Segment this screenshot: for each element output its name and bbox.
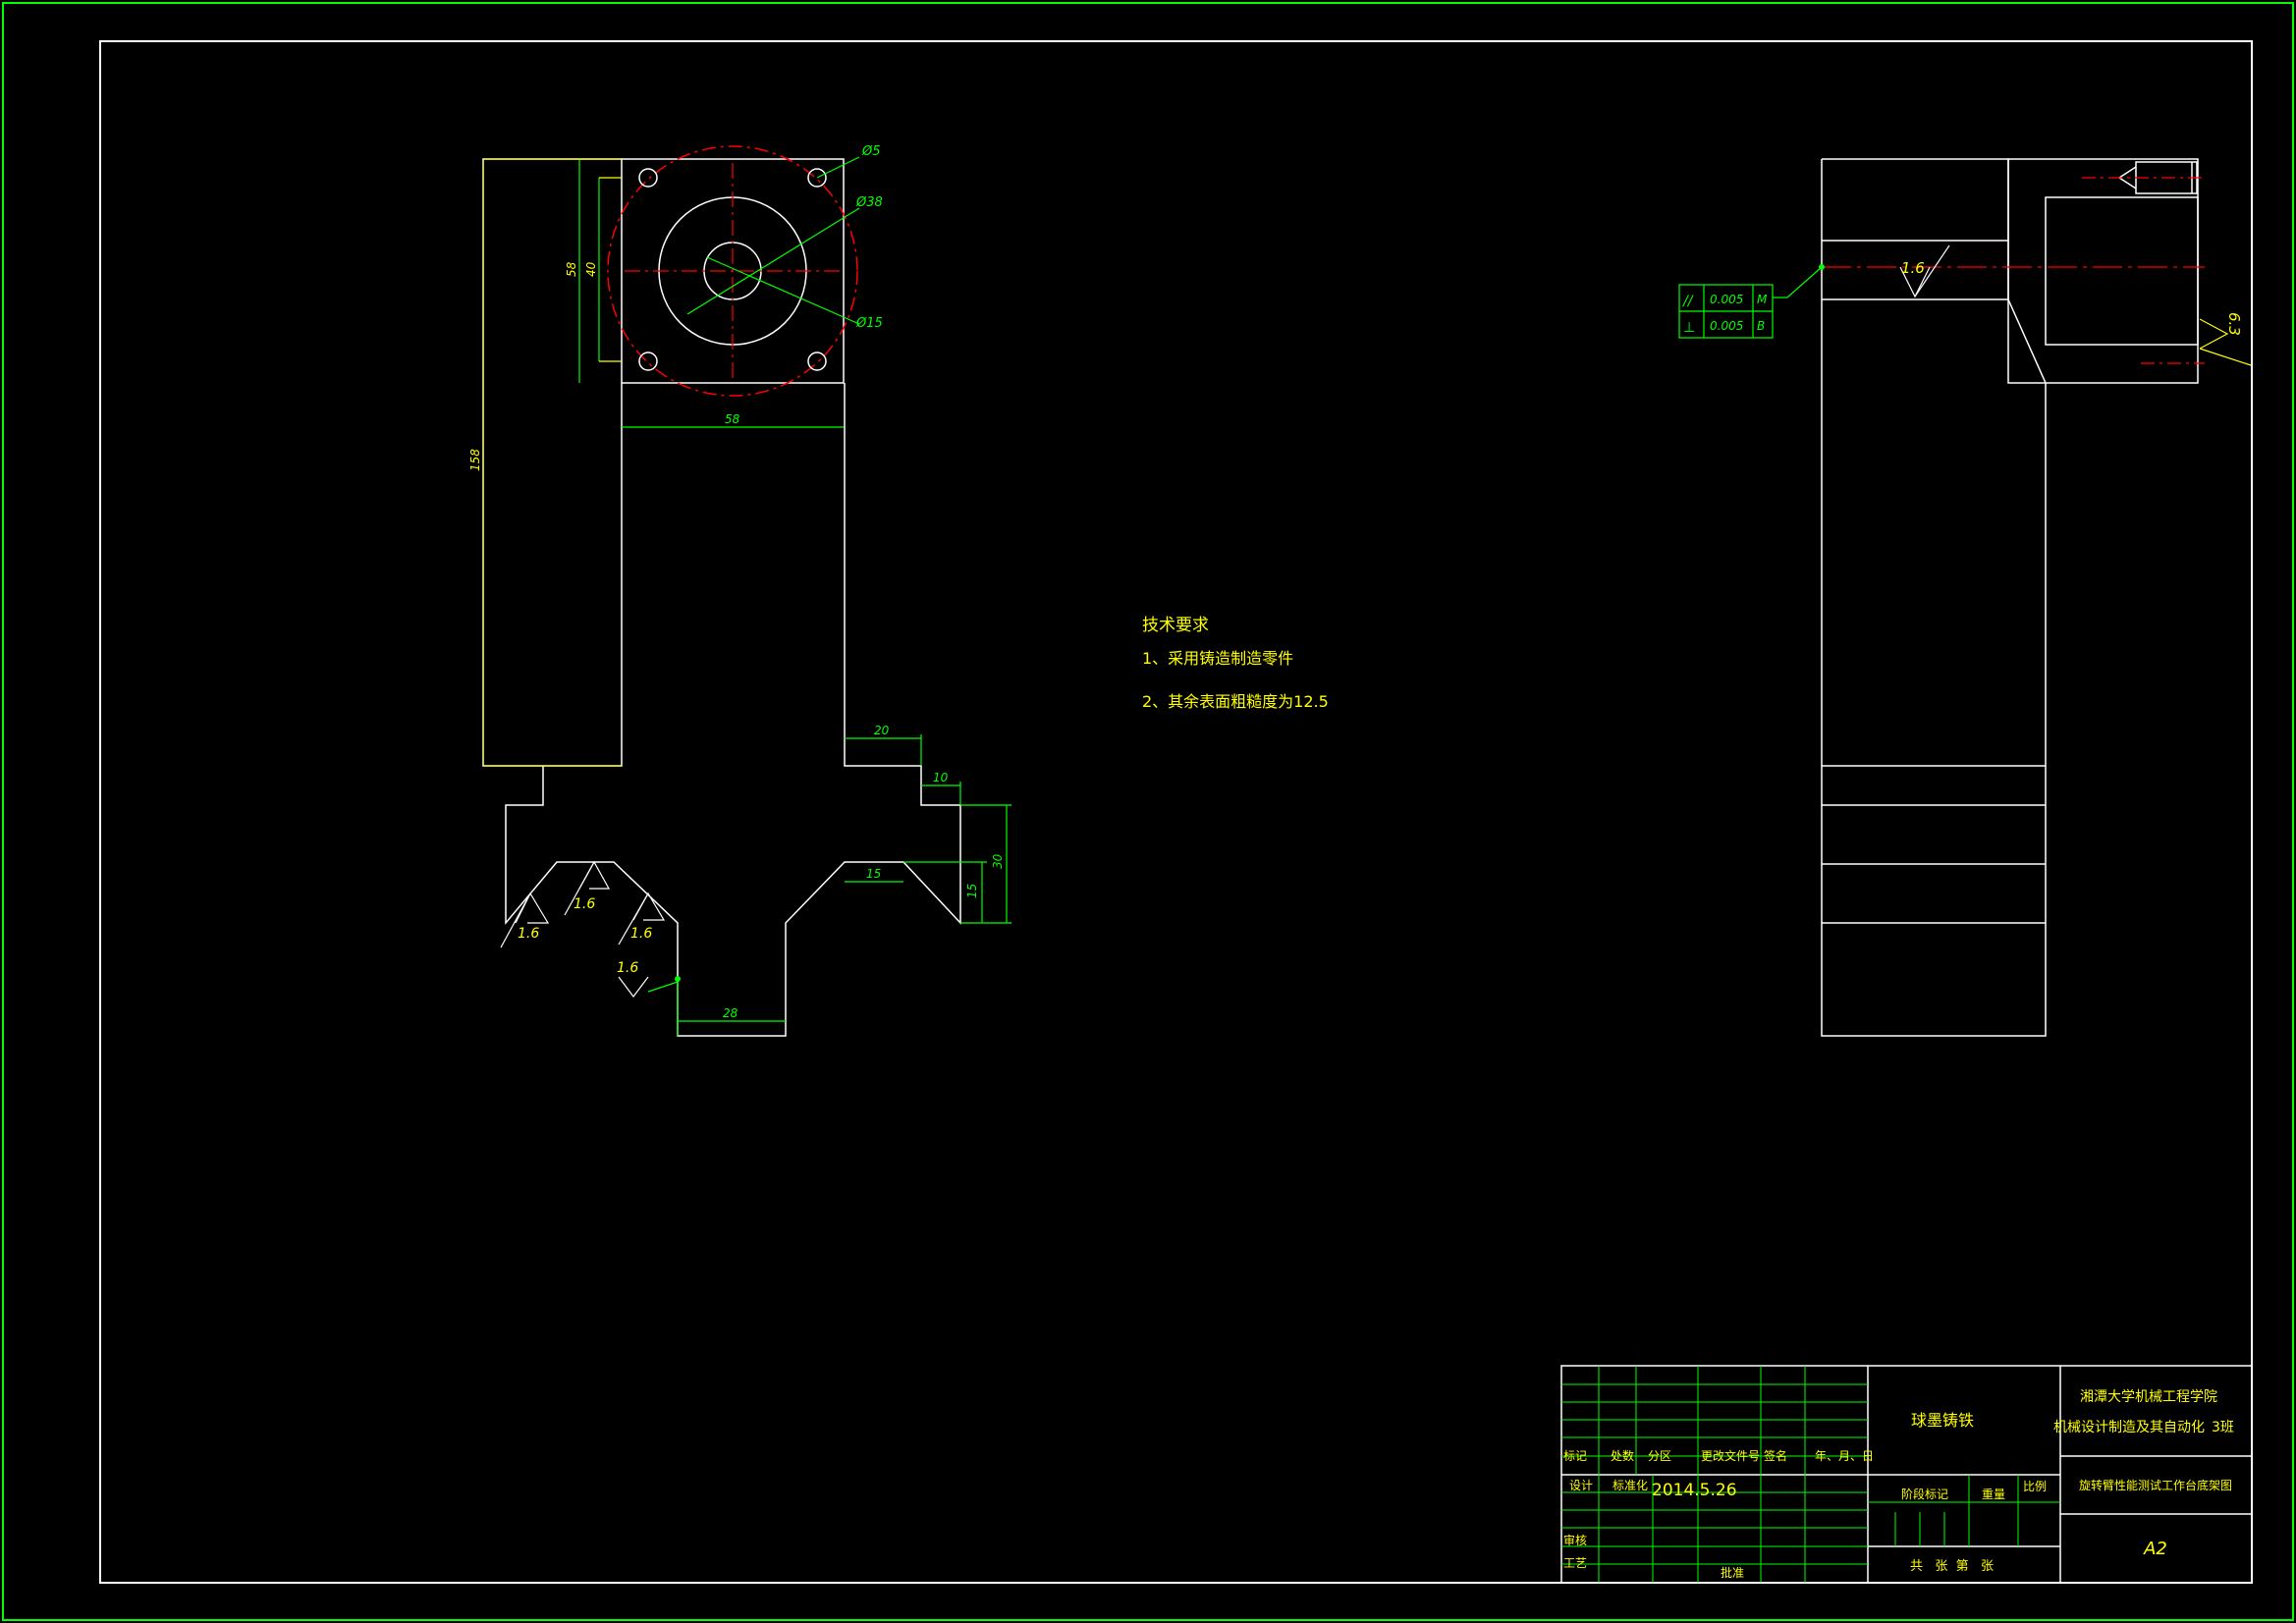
notes-item-2: 2、其余表面粗糙度为12.5 [1142, 692, 1329, 711]
tb-material: 球墨铸铁 [1911, 1411, 1974, 1430]
leader-dot [675, 976, 681, 982]
bolt-hole [638, 168, 658, 188]
tb-major: 机械设计制造及其自动化 [2053, 1420, 2205, 1435]
side-flange [2007, 158, 2199, 384]
roughness-value: 1.6 [617, 960, 638, 976]
roughness-leg [564, 861, 595, 916]
tb-header: 处数 [1611, 1448, 1634, 1463]
tb-sheets: 共 张 第 张 [1910, 1559, 1994, 1574]
tolerance-value: 0.005 [1710, 293, 1743, 306]
leader-bore [706, 256, 860, 325]
dim-flange-v1: 58 [565, 261, 578, 277]
roughness-symbol [632, 892, 666, 921]
tb-design-label: 设计 [1569, 1479, 1593, 1492]
roughness-leg [500, 893, 531, 948]
tb-process-label: 工艺 [1563, 1556, 1587, 1570]
side-view: 1.6 6.3 // 0.005 M ⊥ 0.005 B [1678, 158, 2252, 1037]
bolt-circle [607, 145, 858, 397]
side-boss [2045, 196, 2199, 346]
tolerance-value: 0.005 [1710, 319, 1743, 333]
dim-step-10: 10 [933, 771, 949, 784]
tb-header: 分区 [1648, 1449, 1671, 1463]
roughness-leg [1914, 244, 1950, 298]
tb-review-label: 审核 [1563, 1533, 1587, 1547]
front-view: Ø5 Ø38 Ø15 58 20 10 15 28 30 15 58 40 15… [468, 144, 1011, 1037]
roughness-symbol [618, 976, 649, 998]
tolerance-datum: M [1757, 293, 1768, 306]
tb-header: 更改文件号 [1701, 1448, 1760, 1463]
tb-standard-label: 标准化 [1613, 1479, 1648, 1492]
bolt-hole [807, 168, 827, 188]
flange-plate [621, 158, 845, 384]
left-rib [482, 158, 623, 767]
roughness-leg-right [2199, 348, 2252, 366]
side-roughness-right: 6.3 [2225, 312, 2243, 336]
dim-outer-dia: Ø38 [855, 195, 883, 210]
roughness-symbol [578, 860, 611, 890]
dim-slot-28: 28 [723, 1006, 738, 1020]
body-outline [505, 383, 961, 1037]
tb-class: 3班 [2212, 1420, 2234, 1435]
inner-border [99, 40, 2253, 1584]
side-outline [1821, 158, 2047, 1037]
dim-height-15: 15 [965, 884, 979, 898]
tb-approve-label: 批准 [1721, 1565, 1744, 1580]
dim-step-20: 20 [874, 724, 890, 737]
tolerance-symbol-parallel: // [1681, 294, 1694, 309]
notes-item-1: 1、采用铸造制造零件 [1142, 649, 1293, 668]
tolerance-leader [1773, 266, 1823, 298]
tb-header: 标记 [1563, 1449, 1587, 1463]
leader-line [647, 981, 679, 993]
dim-bore-dia: Ø15 [855, 316, 883, 331]
notes-title: 技术要求 [1142, 616, 1209, 635]
bolt-hole [638, 352, 658, 371]
tolerance-datum: B [1757, 319, 1765, 333]
dim-width-15: 15 [866, 867, 881, 881]
tolerance-dot [1819, 264, 1825, 270]
roughness-value: 1.6 [574, 896, 595, 912]
dim-flange-width: 58 [725, 412, 740, 426]
tb-scale-label: 比例 [2023, 1480, 2047, 1493]
side-roughness: 1.6 [1901, 259, 1925, 277]
dim-flange-v2: 40 [584, 261, 598, 277]
tb-weight-label: 重量 [1982, 1488, 2005, 1501]
tb-header: 签名 [1764, 1448, 1787, 1463]
leader-outer [686, 207, 860, 315]
dim-height-30: 30 [991, 853, 1005, 869]
roughness-leg [618, 893, 649, 946]
tb-size: A2 [2143, 1539, 2167, 1559]
roughness-symbol-right [2199, 318, 2229, 350]
tb-header: 年、月、日 [1815, 1449, 1874, 1463]
technical-notes: 技术要求 1、采用铸造制造零件 2、其余表面粗糙度为12.5 [1142, 616, 1329, 711]
dim-hole-dia: Ø5 [861, 144, 881, 159]
tb-date: 2014.5.26 [1652, 1481, 1737, 1500]
tolerance-symbol-perp: ⊥ [1683, 320, 1695, 336]
roughness-value: 1.6 [518, 926, 539, 942]
bolt-hole [807, 352, 827, 371]
title-block: 标记 处数 分区 更改文件号 签名 年、月、日 设计 标准化 2014.5.26… [1560, 1365, 2253, 1584]
tb-school: 湘潭大学机械工程学院 [2080, 1388, 2217, 1405]
roughness-symbol [515, 892, 550, 924]
leader-hole [816, 156, 860, 179]
tb-drawing-name: 旋转臂性能测试工作台底架图 [2079, 1478, 2232, 1492]
roughness-value: 1.6 [630, 926, 652, 942]
dim-total-height: 158 [468, 449, 482, 471]
tb-stage-label: 阶段标记 [1901, 1487, 1948, 1501]
